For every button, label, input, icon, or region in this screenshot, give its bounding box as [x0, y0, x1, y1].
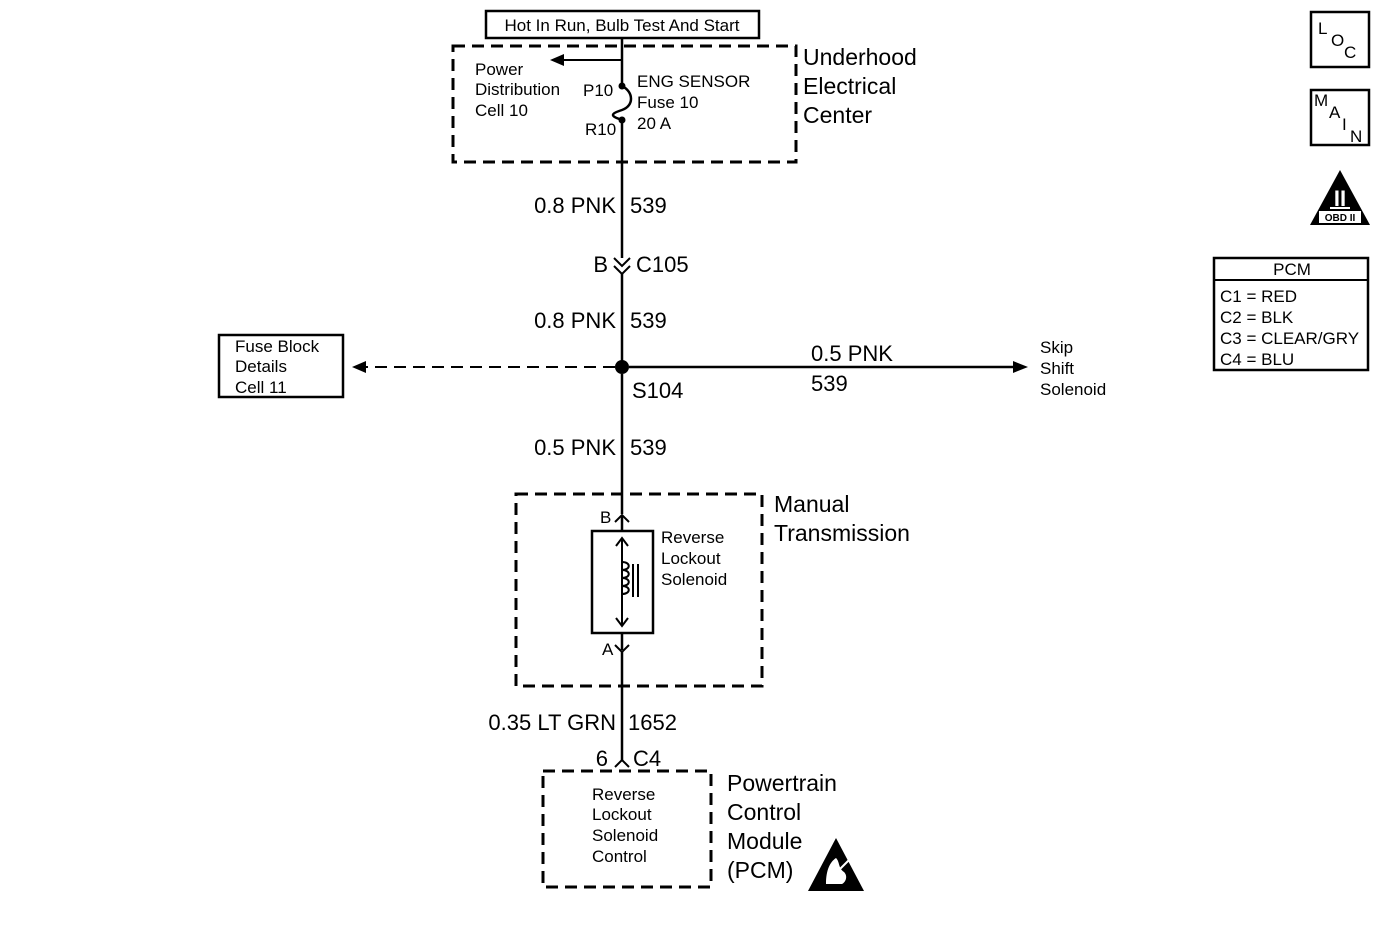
legend-row: C3 = CLEAR/GRY: [1220, 329, 1359, 348]
uec-boundary: [451, 44, 798, 164]
fuse-in-pin: P10: [583, 81, 613, 100]
svg-text:N: N: [1350, 127, 1362, 146]
fuse-block-arrow: [352, 361, 366, 373]
uec-title: Underhood Electrical Center: [803, 44, 923, 128]
pin-a-label: A: [602, 640, 614, 659]
fuse-label: ENG SENSOR Fuse 10 20 A: [637, 72, 755, 133]
wire4-gauge: 0.35 LT GRN: [488, 710, 616, 735]
manual-trans-title: Manual Transmission: [774, 491, 910, 546]
c105-name: C105: [636, 252, 689, 277]
pcm-title: Powertrain Control Module (PCM): [727, 770, 843, 883]
pdc-label: Power Distribution Cell 10: [475, 60, 565, 120]
svg-text:A: A: [1329, 103, 1341, 122]
svg-text:Fuse Block Details: Fuse Block Details Cell 11: [235, 337, 324, 397]
wire1-circuit: 539: [630, 193, 667, 218]
solenoid-coil-icon: [615, 536, 639, 628]
pcm-inner-label: Reverse Lockout Solenoid Control: [592, 785, 663, 866]
power-source-label: Hot In Run, Bulb Test And Start: [505, 16, 740, 35]
solenoid-label: Reverse Lockout Solenoid: [661, 528, 729, 589]
main-icon[interactable]: M A I N: [1309, 88, 1371, 147]
splice-name: S104: [632, 378, 683, 403]
svg-text:M: M: [1314, 91, 1328, 110]
wire4-circuit: 1652: [628, 710, 677, 735]
wire2-gauge: 0.8 PNK: [534, 308, 616, 333]
legend-row: C4 = BLU: [1220, 350, 1294, 369]
svg-text:II: II: [1334, 186, 1346, 211]
pcm-boundary: [541, 769, 713, 889]
manual-trans-boundary: [514, 492, 764, 688]
pin-b-label: B: [600, 508, 611, 527]
esd-sensitive-icon: [808, 838, 864, 891]
pcm-connector-pin: 6: [596, 746, 608, 771]
c105-connector-symbol: [613, 257, 631, 276]
branch-gauge: 0.5 PNK: [811, 341, 893, 366]
wire3-gauge: 0.5 PNK: [534, 435, 616, 460]
legend-title: PCM: [1273, 260, 1311, 279]
skip-shift-label: Skip Shift Solenoid: [1040, 338, 1106, 399]
pcm-connector-name: C4: [633, 746, 661, 771]
fuse-block-details-ref[interactable]: Fuse Block Details Cell 11: [217, 333, 345, 399]
skip-shift-arrow: [1013, 361, 1028, 373]
wire1-gauge: 0.8 PNK: [534, 193, 616, 218]
wire2-circuit: 539: [630, 308, 667, 333]
svg-text:O: O: [1331, 31, 1344, 50]
svg-text:OBD II: OBD II: [1325, 213, 1356, 224]
fuse-out-pin: R10: [585, 120, 616, 139]
pdc-arrow-head: [550, 54, 564, 66]
legend-row: C1 = RED: [1220, 287, 1297, 306]
svg-text:C: C: [1344, 43, 1356, 62]
splice-s104: [615, 360, 629, 374]
branch-circuit: 539: [811, 371, 848, 396]
obd-ii-icon[interactable]: II OBD II: [1310, 170, 1370, 225]
svg-text:I: I: [1342, 115, 1347, 134]
pcm-connector-symbol: [614, 758, 630, 768]
loc-icon[interactable]: L O C: [1309, 10, 1371, 69]
legend-row: C2 = BLK: [1220, 308, 1294, 327]
svg-text:L: L: [1318, 19, 1327, 38]
wire3-circuit: 539: [630, 435, 667, 460]
pcm-connector-legend: PCM C1 = RED C2 = BLK C3 = CLEAR/GRY C4 …: [1212, 256, 1370, 372]
power-source-box: Hot In Run, Bulb Test And Start: [484, 9, 761, 40]
c105-pin: B: [593, 252, 608, 277]
fuse-symbol: [611, 84, 633, 122]
